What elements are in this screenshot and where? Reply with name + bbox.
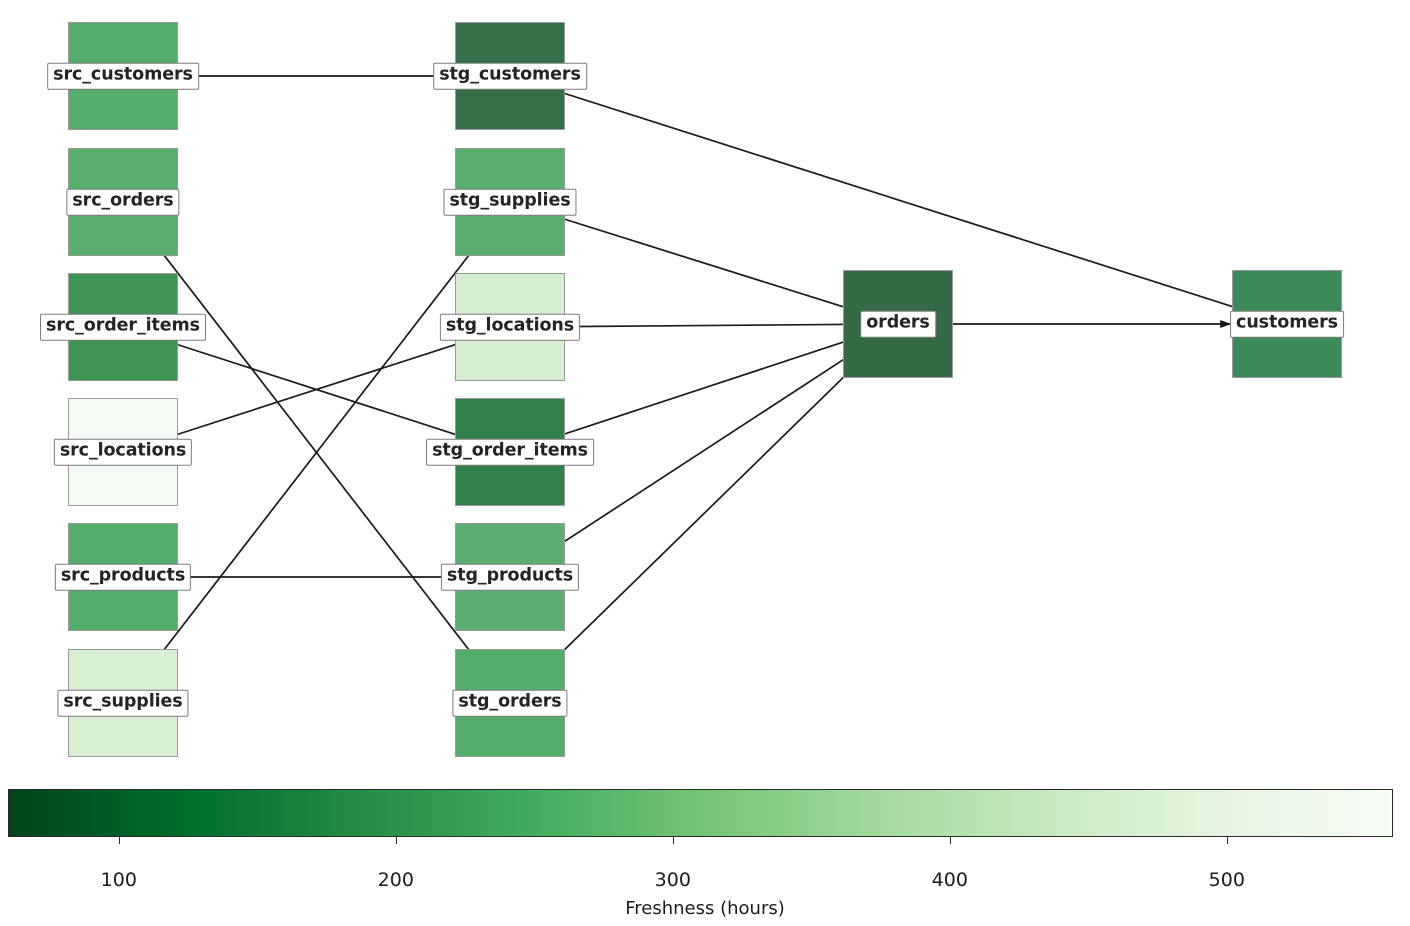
node-label-stg_products[interactable]: stg_products bbox=[440, 563, 580, 591]
edge-stg_supplies-to-orders bbox=[551, 214, 858, 312]
colorbar-tick-label: 300 bbox=[654, 869, 691, 891]
node-label-stg_locations[interactable]: stg_locations bbox=[439, 313, 581, 341]
colorbar-tick bbox=[949, 837, 951, 844]
node-label-src_order_items[interactable]: src_order_items bbox=[40, 313, 206, 341]
edge-src_locations-to-stg_locations bbox=[162, 339, 469, 440]
colorbar-tick-label: 400 bbox=[931, 869, 968, 891]
node-label-stg_orders[interactable]: stg_orders bbox=[452, 689, 568, 717]
node-label-stg_customers[interactable]: stg_customers bbox=[433, 62, 587, 90]
node-label-src_orders[interactable]: src_orders bbox=[66, 188, 180, 216]
edge-stg_orders-to-orders bbox=[522, 337, 885, 691]
colorbar-label: Freshness (hours) bbox=[625, 898, 785, 919]
colorbar-tick-label: 200 bbox=[377, 869, 414, 891]
node-label-src_products[interactable]: src_products bbox=[54, 563, 192, 591]
node-label-orders[interactable]: orders bbox=[860, 310, 936, 338]
node-label-customers[interactable]: customers bbox=[1230, 310, 1344, 338]
colorbar-gradient bbox=[8, 789, 1393, 837]
colorbar-tick bbox=[118, 837, 120, 844]
edge-stg_order_items-to-orders bbox=[549, 336, 858, 440]
node-label-src_locations[interactable]: src_locations bbox=[53, 438, 193, 466]
colorbar-tick bbox=[672, 837, 674, 844]
colorbar-tick-label: 100 bbox=[100, 869, 137, 891]
edge-stg_locations-to-orders bbox=[564, 320, 858, 329]
node-label-stg_supplies[interactable]: stg_supplies bbox=[443, 188, 577, 216]
node-label-stg_order_items[interactable]: stg_order_items bbox=[426, 438, 594, 466]
node-label-src_supplies[interactable]: src_supplies bbox=[57, 689, 189, 717]
colorbar-tick-label: 500 bbox=[1208, 869, 1245, 891]
colorbar-tick bbox=[1226, 837, 1228, 844]
colorbar bbox=[8, 789, 1393, 837]
colorbar-tick bbox=[395, 837, 397, 844]
edge-src_order_items-to-stg_order_items bbox=[162, 339, 469, 440]
node-label-src_customers[interactable]: src_customers bbox=[47, 62, 199, 90]
